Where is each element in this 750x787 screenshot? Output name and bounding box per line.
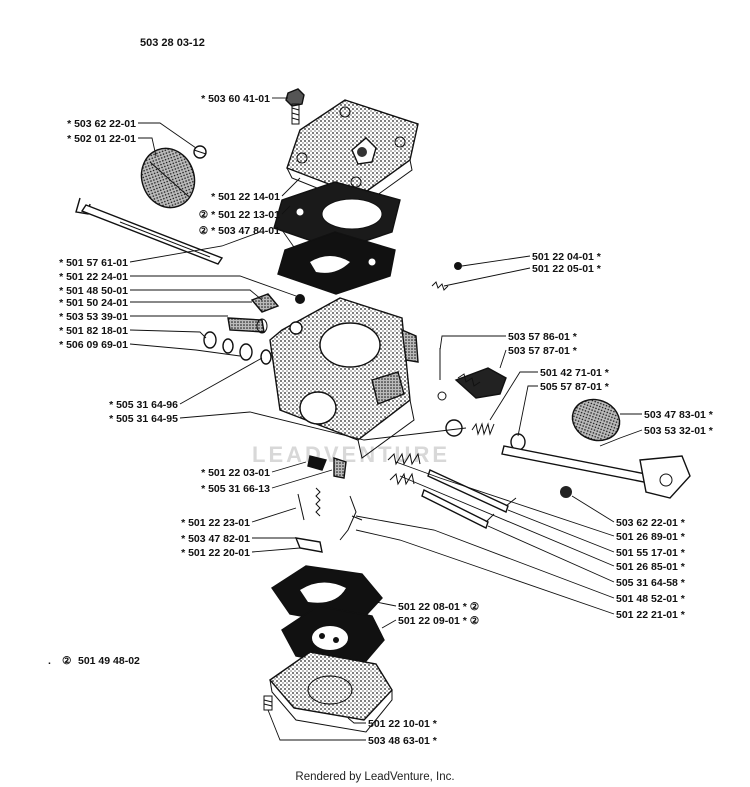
drawing-number: 503 28 03-12 xyxy=(140,37,205,49)
check-ball-part xyxy=(431,262,462,291)
metering-spring-part xyxy=(297,487,321,521)
callout-label: * 501 22 20-01 xyxy=(181,547,250,559)
carburetor-body-part xyxy=(269,297,419,459)
leader-lines xyxy=(129,97,643,741)
choke-shaft-part xyxy=(75,197,224,265)
callout-label: * 501 22 24-01 xyxy=(59,271,128,283)
callout-label: * 505 31 66-13 xyxy=(201,483,270,495)
cover-screw-part xyxy=(285,88,305,125)
fitting-part xyxy=(250,293,305,313)
callouts-left: * 503 60 41-01 * 503 62 22-01 * 502 01 2… xyxy=(59,93,280,559)
adjusting-needle-part xyxy=(437,348,507,401)
callout-label: 501 48 52-01 * xyxy=(616,593,686,605)
callout-label: * 506 09 69-01 xyxy=(59,339,128,351)
callout-label: 501 22 21-01 * xyxy=(616,609,686,621)
callouts-right: 501 22 04-01 * 501 22 05-01 * 503 57 86-… xyxy=(368,251,714,747)
callout-label: * 505 31 64-95 xyxy=(109,413,178,425)
callout-label: 505 57 87-01 * xyxy=(540,381,610,393)
callout-label: * 501 22 03-01 xyxy=(201,467,270,479)
metering-diaphragm-part xyxy=(281,605,385,669)
callout-label: * 501 48 50-01 xyxy=(59,285,128,297)
callout-label: 503 62 22-01 * xyxy=(616,517,686,529)
kit-note-number: 501 49 48-02 xyxy=(78,655,140,667)
watermark: LEADVENTURE xyxy=(252,442,450,467)
kit-note: . ② 501 49 48-02 xyxy=(48,655,140,667)
throttle-plate-part xyxy=(571,398,621,442)
callout-label: * 501 22 14-01 xyxy=(211,191,280,203)
kit-note-symbol: ② xyxy=(62,655,72,667)
callout-label: * 501 82 18-01 xyxy=(59,325,128,337)
callout-label: 501 22 04-01 * xyxy=(532,251,602,263)
metering-gasket-part xyxy=(271,565,383,627)
callout-label: 501 26 89-01 * xyxy=(616,531,686,543)
callout-label: * 505 31 64-96 xyxy=(109,399,178,411)
callout-label: * 501 57 61-01 xyxy=(59,257,128,269)
pump-gasket-part xyxy=(273,181,401,251)
callout-label: 501 22 05-01 * xyxy=(532,263,602,275)
throttle-screw-part xyxy=(560,486,572,498)
callout-label: 503 57 86-01 * xyxy=(508,331,578,343)
callout-label: * 501 50 24-01 xyxy=(59,297,128,309)
kit-note-bullet: . xyxy=(48,655,51,667)
needle-spring-part xyxy=(445,419,526,451)
callout-label: 505 31 64-58 * xyxy=(616,577,686,589)
plug-part xyxy=(227,317,268,334)
metering-lever-part xyxy=(294,495,363,553)
callout-label: 501 26 85-01 * xyxy=(616,561,686,573)
callout-label: 503 48 63-01 * xyxy=(368,735,438,747)
inlet-needle-part xyxy=(307,455,347,479)
callout-label: * 503 62 22-01 xyxy=(67,118,136,130)
callout-label: * 502 01 22-01 xyxy=(67,133,136,145)
cover-screw-bottom-part xyxy=(263,695,273,711)
choke-screw-part xyxy=(193,145,207,159)
callout-label: 503 57 87-01 * xyxy=(508,345,578,357)
pump-cover-part xyxy=(286,99,419,207)
callout-label: ② * 501 22 13-01 xyxy=(199,209,280,221)
callout-label: 501 42 71-01 * xyxy=(540,367,610,379)
callout-label: * 503 60 41-01 xyxy=(201,93,270,105)
callout-label: 501 22 08-01 * ② xyxy=(398,601,480,613)
callout-label: 503 53 32-01 * xyxy=(644,425,714,437)
callout-label: 501 22 09-01 * ② xyxy=(398,615,480,627)
metering-cover-part xyxy=(268,651,393,733)
callout-label: ② * 503 47 84-01 xyxy=(199,225,280,237)
footer-credit: Rendered by LeadVenture, Inc. xyxy=(295,771,454,783)
callout-label: 501 22 10-01 * xyxy=(368,718,438,730)
callout-label: 501 55 17-01 * xyxy=(616,547,686,559)
washer-parts xyxy=(203,331,272,365)
pump-diaphragm-part xyxy=(277,231,396,295)
callout-label: 503 47 83-01 * xyxy=(644,409,714,421)
callout-label: * 503 53 39-01 xyxy=(59,311,128,323)
choke-plate-part xyxy=(140,147,196,209)
callout-label: * 501 22 23-01 xyxy=(181,517,250,529)
throttle-shaft-part xyxy=(501,445,691,499)
callout-label: * 503 47 82-01 xyxy=(181,533,250,545)
